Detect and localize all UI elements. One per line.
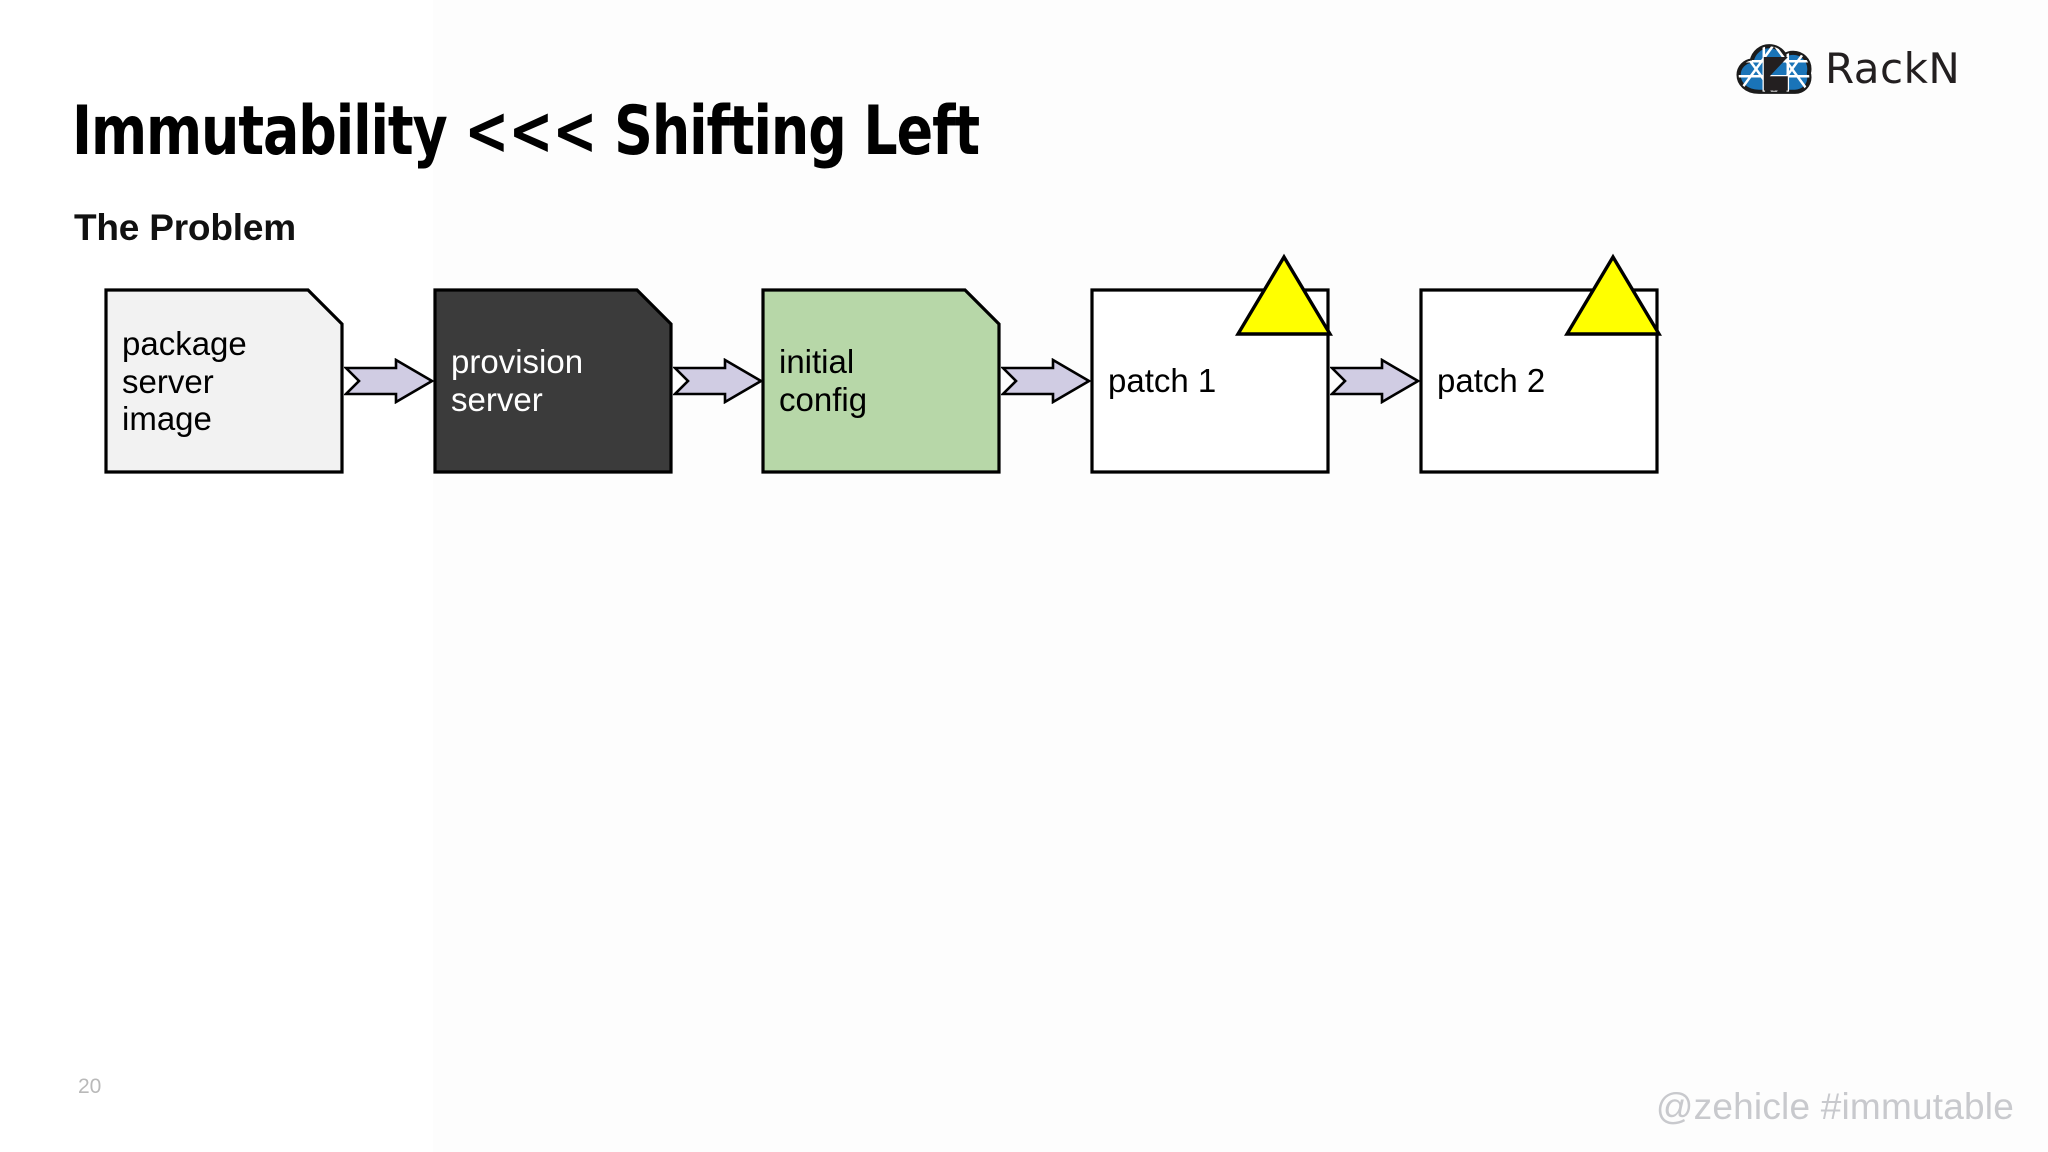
flow-node-shape — [433, 288, 673, 474]
background-panel — [433, 0, 2048, 1152]
flow-connector-arrow-1 — [344, 358, 434, 404]
flow-node-initial-config: initial config — [761, 288, 1001, 474]
flow-node-label: package server image — [122, 325, 247, 438]
flow-node-label: provision server — [451, 343, 584, 418]
rackn-logo: RackN — [1735, 36, 2010, 102]
flow-node-package-server-image: package server image — [104, 288, 344, 474]
flow-node-label: patch 2 — [1437, 362, 1546, 399]
warning-triangle-icon — [1235, 253, 1333, 336]
warning-triangle-icon — [1564, 253, 1662, 336]
cloud-grid-icon — [1736, 44, 1812, 94]
logo-wordmark: RackN — [1825, 44, 1961, 93]
flow-node-label: initial config — [779, 343, 868, 418]
flow-connector-arrow-3 — [1001, 358, 1091, 404]
flow-connector-arrow-2 — [673, 358, 763, 404]
page-title: Immutability <<< Shifting Left — [72, 91, 980, 171]
page-subtitle: The Problem — [74, 206, 296, 248]
slide-number: 20 — [78, 1075, 102, 1098]
flow-connector-arrow-4 — [1330, 358, 1420, 404]
flow-node-shape — [761, 288, 1001, 474]
flow-node-shape — [104, 288, 344, 474]
flow-node-provision-server: provision server — [433, 288, 673, 474]
footer-handle: @zehicle #immutable — [1655, 1086, 2014, 1127]
flow-node-label: patch 1 — [1108, 362, 1217, 399]
